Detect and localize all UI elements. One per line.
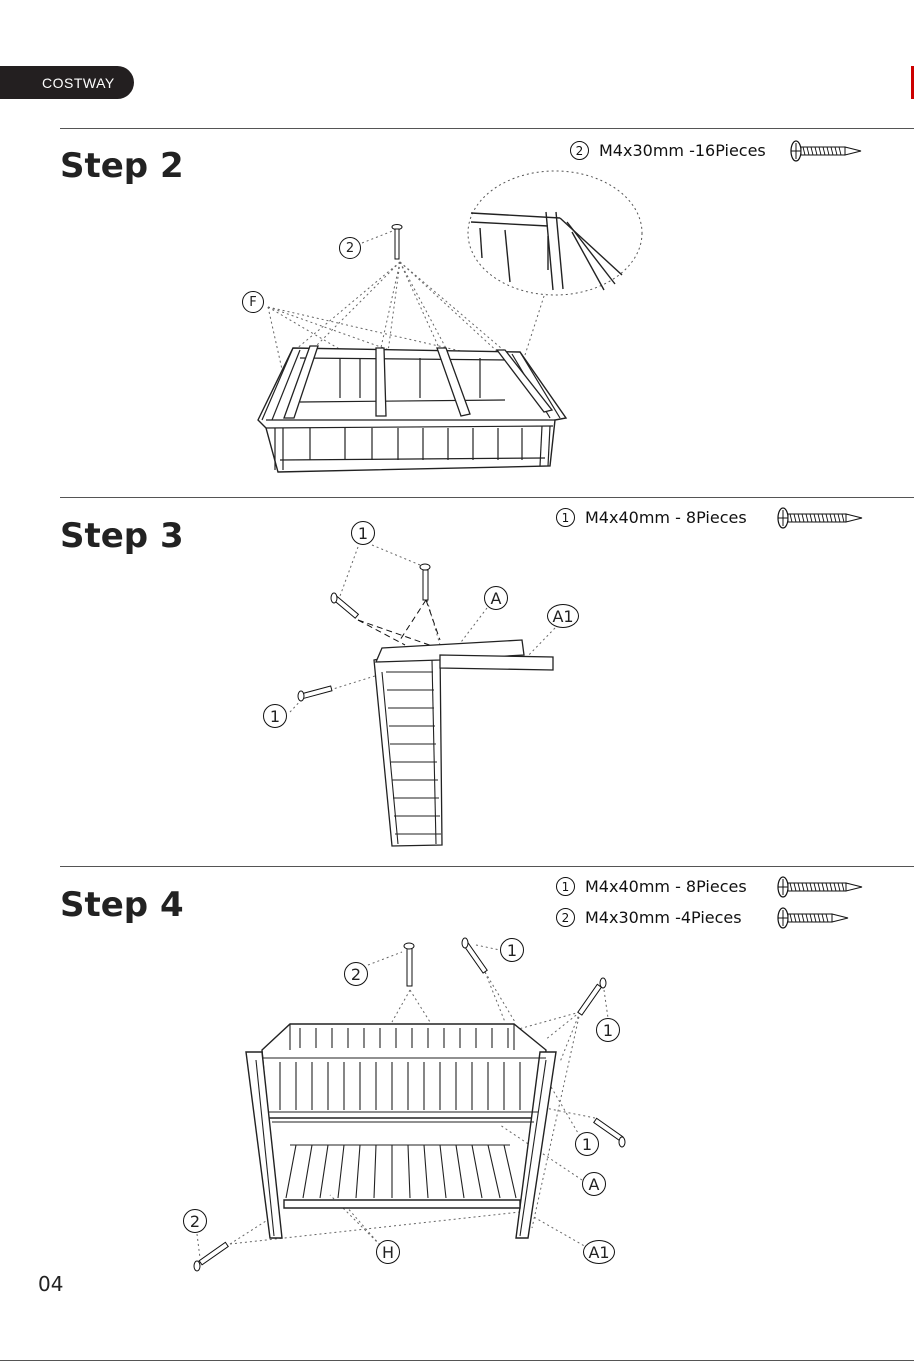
callout-part-A: A <box>582 1172 606 1196</box>
callout-screw-1-top: 1 <box>500 938 524 962</box>
callout-screw-1-side: 1 <box>575 1132 599 1156</box>
footer-divider <box>0 1360 914 1361</box>
callout-screw-2-bottom: 2 <box>183 1209 207 1233</box>
callout-part-H: H <box>376 1240 400 1264</box>
page-number: 04 <box>38 1272 63 1296</box>
callout-screw-2-top: 2 <box>344 962 368 986</box>
callout-part-A1: A1 <box>583 1240 615 1264</box>
callout-screw-1-right: 1 <box>596 1018 620 1042</box>
